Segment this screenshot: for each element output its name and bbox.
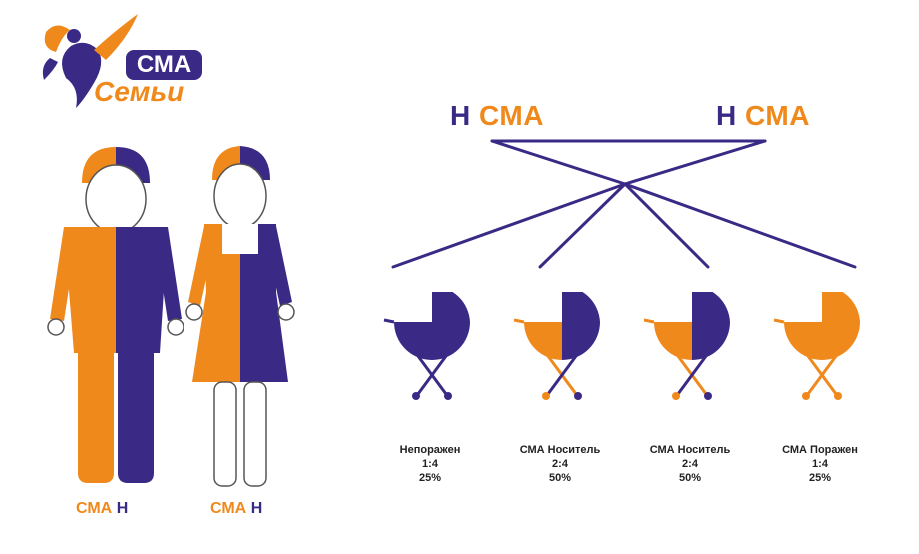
child-caption-1: Непоражен 1:4 25% <box>360 443 500 485</box>
child-2-ratio: 2:4 <box>552 458 568 470</box>
logo-text-sma: СМА <box>126 50 202 80</box>
branch-line-4 <box>623 182 857 269</box>
child-2-status: СМА Носитель <box>519 444 601 456</box>
man-figure-icon <box>47 147 184 483</box>
stroller-affected-icon <box>773 292 860 400</box>
branch-line-3 <box>623 182 710 269</box>
man-genotype-recessive: СМА <box>76 500 113 517</box>
child-4-ratio: 1:4 <box>812 458 828 470</box>
child-caption-2: СМА Носитель 2:4 50% <box>490 443 630 485</box>
child-3-percent: 50% <box>678 472 702 484</box>
stroller-carrier-1-icon <box>513 292 600 400</box>
logo-figure-icon <box>42 14 138 108</box>
woman-genotype-dominant: Н <box>250 500 263 517</box>
child-1-status: Непоражен <box>399 444 461 456</box>
parent-left-label: Н СМА <box>450 100 544 132</box>
child-3-ratio: 2:4 <box>682 458 698 470</box>
child-2-percent: 50% <box>548 472 572 484</box>
child-3-status: СМА Носитель <box>649 444 731 456</box>
man-genotype-label: СМА Н <box>76 500 128 518</box>
child-1-ratio: 1:4 <box>422 458 438 470</box>
woman-genotype-label: СМА Н <box>210 500 262 518</box>
stroller-unaffected-icon <box>383 292 470 400</box>
parent-right-recessive: СМА <box>745 100 810 131</box>
child-caption-4: СМА Поражен 1:4 25% <box>750 443 890 485</box>
parent-right-label: Н СМА <box>716 100 810 132</box>
child-4-status: СМА Поражен <box>782 444 858 456</box>
cross-line-a <box>490 139 627 186</box>
parent-left-recessive: СМА <box>479 100 544 131</box>
branch-line-1 <box>391 182 627 269</box>
cross-line-b <box>623 139 767 186</box>
man-genotype-dominant: Н <box>116 500 129 517</box>
logo-text-family: Семьи <box>94 76 185 107</box>
child-caption-3: СМА Носитель 2:4 50% <box>620 443 760 485</box>
woman-figure-icon <box>185 146 295 487</box>
child-1-percent: 25% <box>418 472 442 484</box>
child-4-percent: 25% <box>808 472 832 484</box>
stroller-carrier-2-icon <box>643 292 730 400</box>
parent-right-dominant: Н <box>716 100 737 131</box>
branch-line-2 <box>538 182 627 269</box>
woman-genotype-recessive: СМА <box>210 500 247 517</box>
parent-left-dominant: Н <box>450 100 471 131</box>
